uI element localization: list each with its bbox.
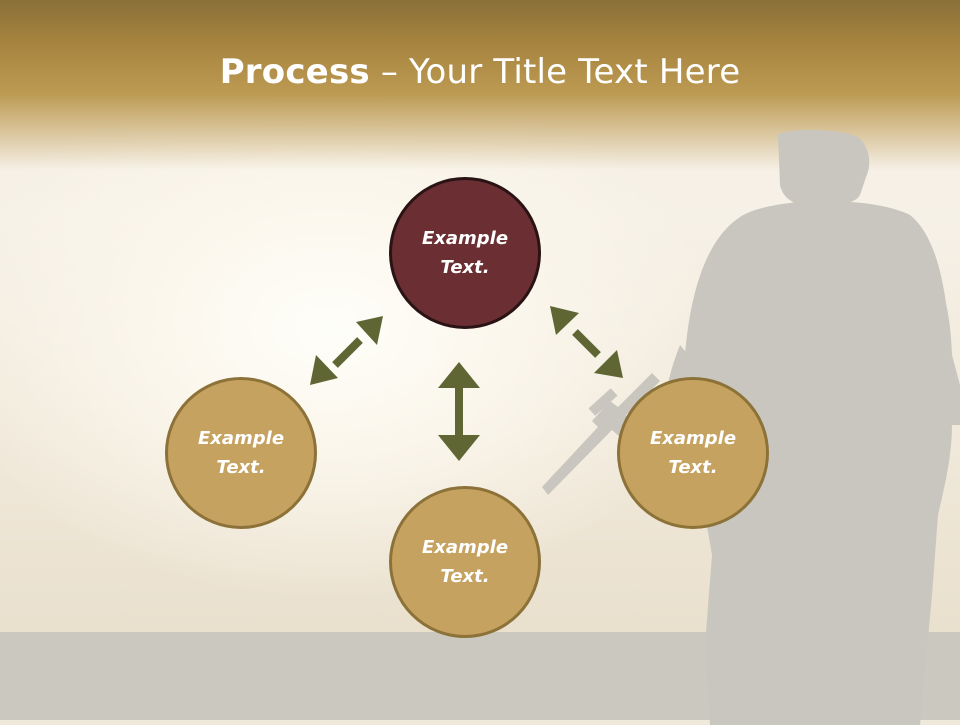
circle-left-line2: Text. [216,457,266,478]
circle-top[interactable]: Example Text. [389,177,541,329]
circle-top-line2: Text. [440,257,490,278]
circle-top-line1: Example [421,228,509,249]
soldier-silhouette [542,129,960,725]
circle-bottom-line1: Example [421,537,509,558]
circle-top-label: Example Text. [422,224,508,282]
circle-bottom-line2: Text. [440,566,490,587]
title-bold-part: Process [219,52,370,92]
circle-left-label: Example Text. [198,424,284,482]
circle-right-label: Example Text. [650,424,736,482]
circle-right[interactable]: Example Text. [617,377,769,529]
arrowhead-tl-lower [310,355,338,385]
arrowhead-tr-lower [594,350,623,378]
arrowhead-v-upper [438,362,480,388]
circle-bottom-label: Example Text. [422,533,508,591]
arrowhead-tr-upper [550,306,579,335]
circle-bottom[interactable]: Example Text. [389,486,541,638]
circle-right-line1: Example [649,428,737,449]
title-rest-part: – Your Title Text Here [369,52,741,92]
arrow-top-right [572,329,601,358]
circle-left-line1: Example [197,428,285,449]
circle-left[interactable]: Example Text. [165,377,317,529]
circle-right-line2: Text. [668,457,718,478]
arrowhead-v-lower [438,435,480,461]
slide-title: Process – Your Title Text Here [0,52,960,92]
arrowhead-tl-upper [356,316,383,345]
arrow-top-left [332,337,363,368]
